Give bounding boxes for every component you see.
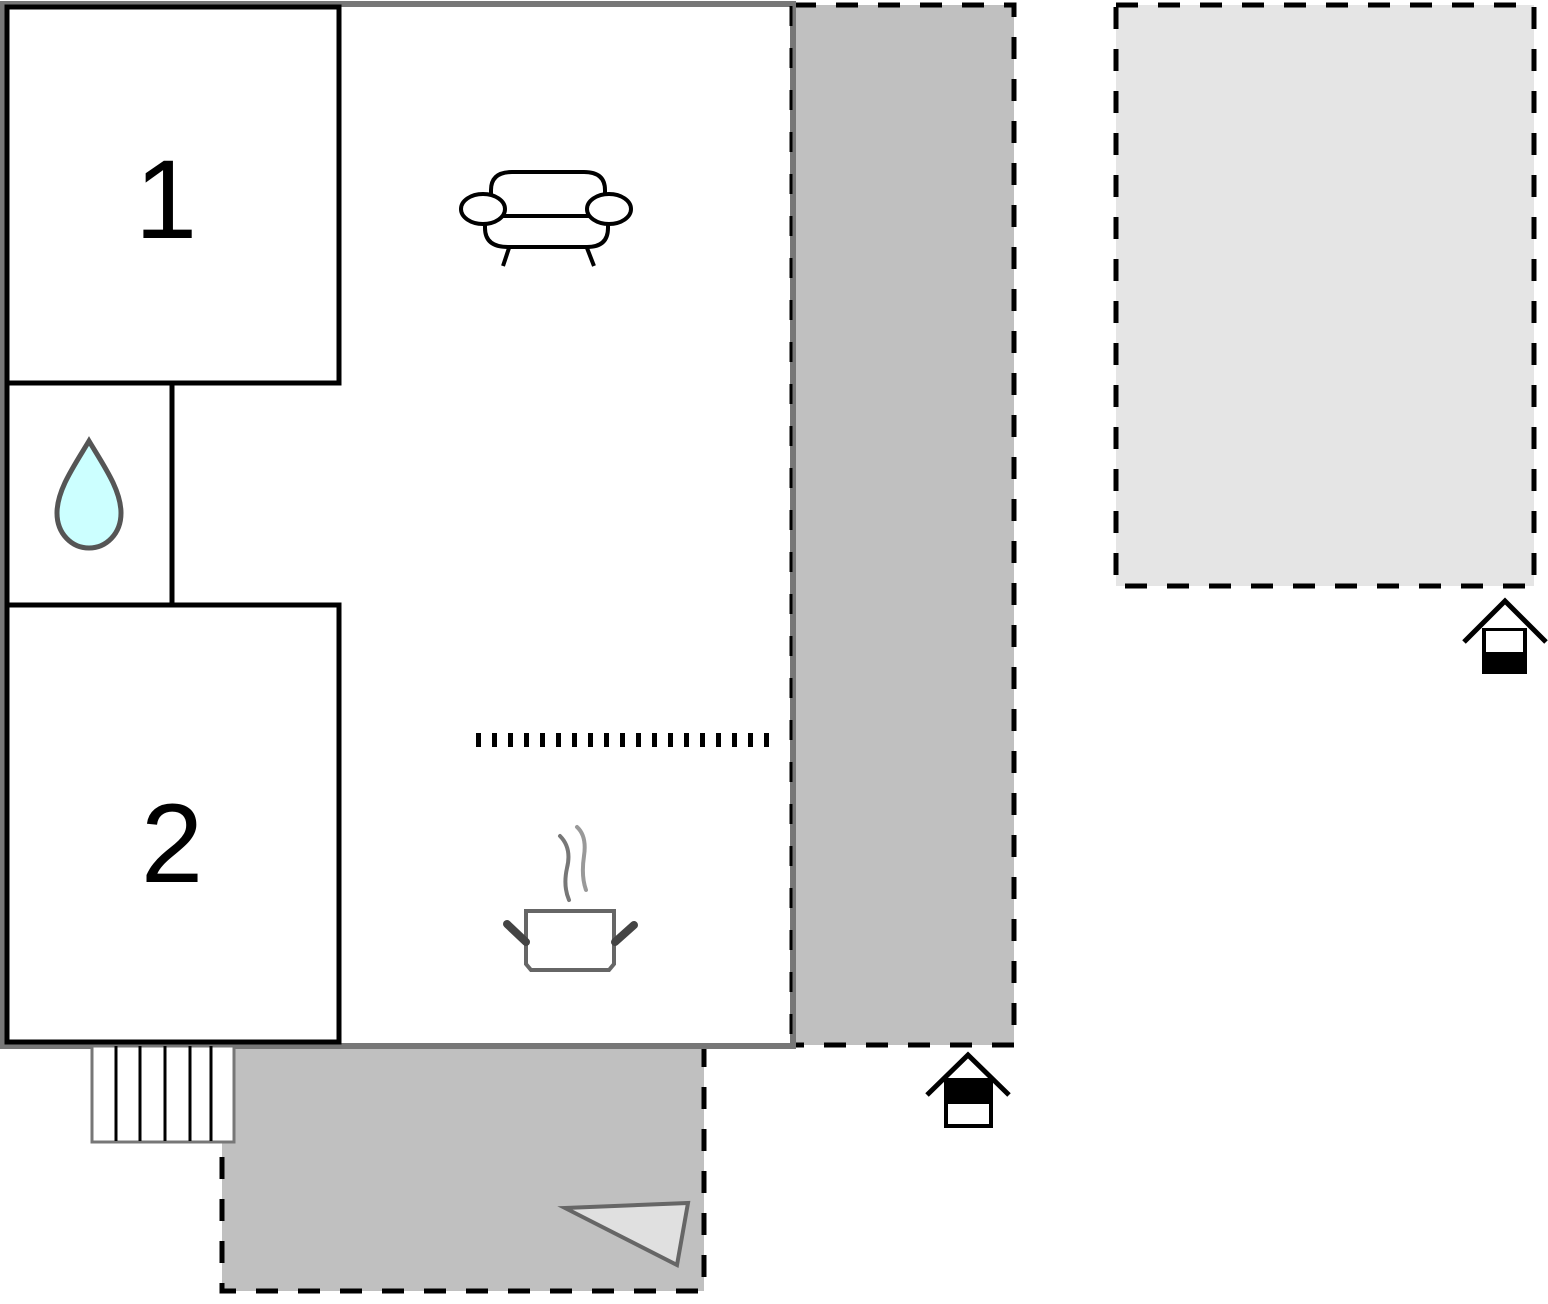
room-1 bbox=[4, 4, 342, 386]
sofa-icon bbox=[459, 170, 633, 267]
house-outdoor-icon bbox=[925, 1051, 1011, 1128]
cooking-pot-icon bbox=[503, 825, 638, 972]
water-drop-icon bbox=[54, 436, 124, 551]
covered-terrace-right bbox=[794, 5, 1014, 1045]
house-outdoor-icon-2 bbox=[1462, 597, 1548, 674]
room-2 bbox=[4, 602, 342, 1045]
room-1-label: 1 bbox=[135, 137, 197, 262]
stairs-icon bbox=[90, 1044, 236, 1144]
terrace-bottom bbox=[222, 1045, 704, 1291]
garden-area bbox=[1116, 5, 1534, 586]
triangle-icon bbox=[557, 1200, 691, 1269]
room-2-label: 2 bbox=[141, 781, 203, 906]
